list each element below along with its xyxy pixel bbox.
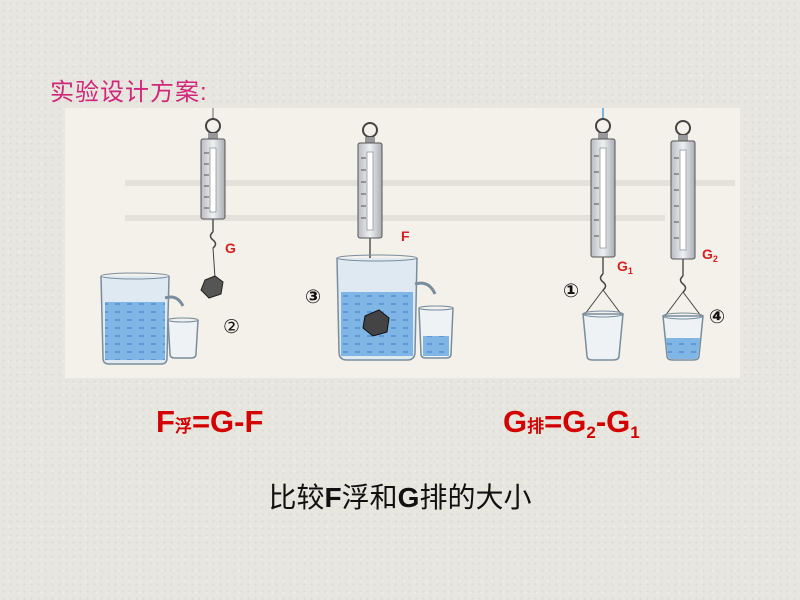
experiment-illustration xyxy=(100,108,735,365)
label-weight-g: G xyxy=(225,240,236,256)
displaced-weight-formula: G排=G2-G1 xyxy=(503,404,640,442)
step-three-marker: ③ xyxy=(305,287,322,308)
slide-heading: 实验设计方案: xyxy=(50,79,208,106)
label-g1: G1 xyxy=(617,258,633,276)
spring-scale-4 xyxy=(664,120,702,317)
step-two-marker: ② xyxy=(223,317,241,338)
bucket-2 xyxy=(662,312,704,361)
small-beaker-2 xyxy=(418,305,454,359)
small-beaker-1 xyxy=(167,317,199,359)
spring-scale-3 xyxy=(584,108,622,315)
experiment-figure: G F G1 G2 ② ③ ① ④ xyxy=(65,108,740,378)
step-one-marker: ① xyxy=(563,281,580,302)
label-force-f: F xyxy=(401,228,410,244)
buoyancy-formula: F浮=G-F xyxy=(156,404,264,439)
overflow-beaker-1 xyxy=(100,272,185,365)
overflow-beaker-2 xyxy=(336,254,437,361)
step-four-marker: ④ xyxy=(709,307,726,328)
label-g2: G2 xyxy=(702,246,718,264)
bucket-1 xyxy=(582,310,624,361)
spring-scale-1 xyxy=(200,108,226,299)
conclusion-text: 比较F浮和G排的大小 xyxy=(268,482,532,513)
